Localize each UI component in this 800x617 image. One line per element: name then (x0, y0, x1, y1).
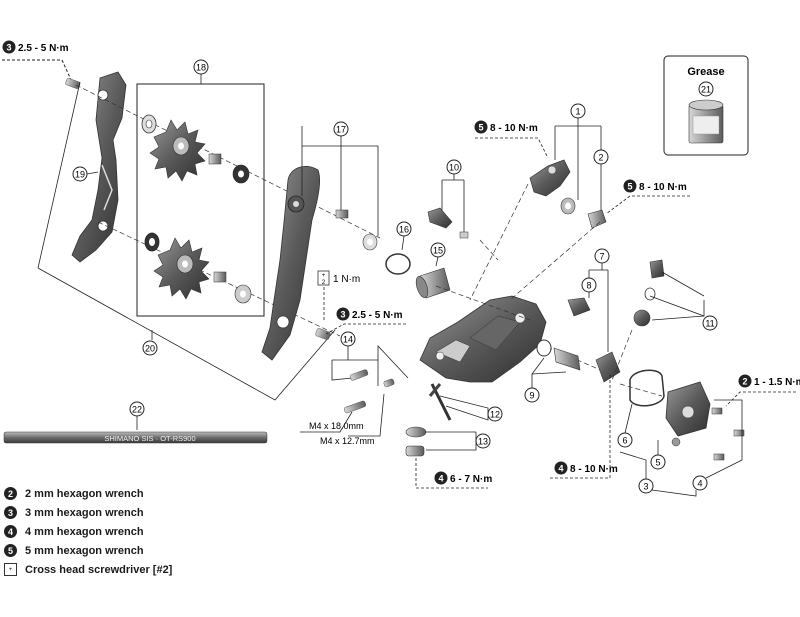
torque-value: 2.5 - 5 N·m (18, 43, 69, 54)
cable-22: 22 SHIMANO SIS · OT-RS900 (3, 401, 268, 444)
bolt-size-18: M4 x 18.0mm (309, 421, 364, 431)
inner-plate (261, 166, 320, 361)
torque-value: 1 N·m (333, 274, 360, 285)
part-9: 9 (524, 339, 581, 403)
torque-value: 8 - 10 N·m (570, 464, 618, 475)
part-number: 1 (575, 107, 580, 117)
torque-value: 8 - 10 N·m (490, 123, 538, 134)
torque-value: 6 - 7 N·m (450, 474, 492, 485)
part-number: 11 (705, 319, 714, 329)
grease-title: Grease (687, 66, 724, 78)
part-10: 10 (427, 159, 469, 239)
label-1-2: 1 2 (554, 103, 609, 210)
torque-5b: 5 8 - 10 N·m (605, 179, 690, 215)
guide-pulley (141, 114, 250, 184)
part-number: 12 (490, 410, 500, 420)
part-number: 2 (598, 153, 603, 163)
hex-wrench-icon: 2 (4, 487, 17, 500)
part-number: 18 (196, 63, 206, 73)
legend-item: + Cross head screwdriver [#2] (4, 560, 304, 579)
pulley-box-18: 18 (136, 59, 265, 317)
torque-value: 1 - 1.5 N·m (754, 377, 800, 388)
part-number: 22 (132, 405, 142, 415)
legend-item: 4 4 mm hexagon wrench (4, 522, 304, 541)
screw-top-left (65, 78, 81, 89)
torque-3b: 3 2.5 - 5 N·m (325, 307, 406, 335)
body-axes (435, 183, 611, 375)
tool-badge: 5 (478, 123, 483, 133)
part-number: 9 (529, 391, 534, 401)
part-number: 14 (343, 335, 353, 345)
part-number: 8 (586, 281, 591, 291)
tool-badge: 5 (627, 182, 632, 192)
label-17: 17 (301, 121, 379, 251)
bolt-size-12: M4 x 12.7mm (320, 436, 375, 446)
main-body (419, 295, 547, 421)
tool-badge: 4 (438, 474, 443, 484)
legend-label: 4 mm hexagon wrench (25, 525, 144, 538)
tool-legend: 2 2 mm hexagon wrench 3 3 mm hexagon wre… (4, 484, 304, 579)
part-11: 11 (611, 259, 718, 381)
legend-item: 5 5 mm hexagon wrench (4, 541, 304, 560)
legend-item: 3 3 mm hexagon wrench (4, 503, 304, 522)
legend-label: 2 mm hexagon wrench (25, 487, 144, 500)
torque-4b: 4 6 - 7 N·m (415, 458, 492, 489)
part-number: 5 (655, 458, 660, 468)
legend-label: 5 mm hexagon wrench (25, 544, 144, 557)
grease-box: Grease 21 (663, 55, 749, 156)
part-12: 12 (428, 383, 503, 422)
tool-badge: 2 (742, 377, 747, 387)
tool-badge: 3 (6, 43, 11, 53)
part-number: 21 (701, 85, 711, 95)
tool-badge: 3 (340, 310, 345, 320)
b-link (529, 159, 607, 229)
hex-wrench-icon: 3 (4, 506, 17, 519)
assembly-axes (75, 84, 381, 337)
svg-text:+: + (322, 273, 326, 279)
label-20: 20 (37, 81, 336, 401)
part-number: 16 (399, 225, 409, 235)
part-number: 6 (622, 436, 627, 446)
part-16-spring: 16 (385, 221, 412, 275)
torque-4a: 4 8 - 10 N·m (550, 374, 618, 479)
torque-screwdriver: + 2 1 N·m (317, 270, 360, 322)
torque-value: 8 - 10 N·m (639, 182, 687, 193)
torque-2: 2 1 - 1.5 N·m (725, 374, 800, 407)
legend-label: 3 mm hexagon wrench (25, 506, 144, 519)
torque-5a: 5 8 - 10 N·m (474, 120, 549, 159)
part-15-cylinder: 15 (415, 242, 451, 299)
part-13: 13 (405, 426, 491, 457)
tension-pulley (144, 232, 252, 304)
torque-value: 2.5 - 5 N·m (352, 310, 403, 321)
part-number: 4 (697, 479, 702, 489)
legend-item: 2 2 mm hexagon wrench (4, 484, 304, 503)
cover-assembly: 6 5 3 4 (617, 369, 745, 497)
hex-wrench-icon: 4 (4, 525, 17, 538)
part-number: 15 (433, 246, 443, 256)
part-number: 17 (336, 125, 346, 135)
part-number: 7 (599, 252, 604, 262)
label-19: 19 (72, 166, 99, 182)
tool-badge: 2 (322, 280, 326, 286)
cable-text: SHIMANO SIS · OT-RS900 (104, 434, 195, 443)
legend-label: Cross head screwdriver [#2] (25, 563, 173, 576)
screwdriver-icon: + (4, 563, 17, 576)
part-14: 14 M4 x 18.0mm M4 x 12.7mm (300, 331, 409, 446)
tool-badge: 4 (558, 464, 563, 474)
part-number: 10 (449, 163, 459, 173)
hex-wrench-icon: 5 (4, 544, 17, 557)
part-number: 19 (75, 170, 85, 180)
cage-screw (315, 328, 331, 340)
part-number: 3 (643, 482, 648, 492)
part-number: 20 (145, 344, 155, 354)
torque-top-left: 3 2.5 - 5 N·m (2, 40, 73, 83)
part-number: 13 (478, 437, 488, 447)
